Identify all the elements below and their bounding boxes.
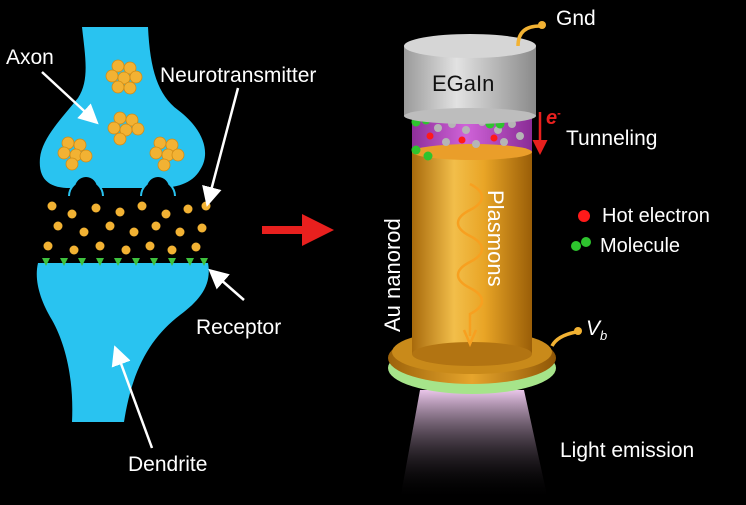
- molecule-label: Molecule: [600, 235, 681, 257]
- molecule-marker: [571, 237, 591, 251]
- vb-label: Vb: [586, 317, 608, 344]
- axon-terminal: [39, 27, 206, 188]
- transition-arrow: [262, 214, 334, 246]
- light-emission-cone: [400, 390, 548, 500]
- electron-symbol: e-: [546, 107, 561, 129]
- dendrite-label: Dendrite: [128, 453, 208, 476]
- receptors: [42, 258, 208, 266]
- neurotransmitter-label: Neurotransmitter: [160, 64, 317, 87]
- gnd-label: Gnd: [556, 7, 596, 30]
- egain-electrode: [404, 34, 536, 124]
- tunneling-label: Tunneling: [566, 127, 658, 150]
- neurotransmitter-dots: [43, 201, 211, 255]
- plasmon-wave: [456, 182, 484, 348]
- plasmons-label: Plasmons: [483, 190, 508, 287]
- au-nanorod-label: Au nanorod: [380, 218, 405, 332]
- synaptic-bumps: [68, 177, 176, 199]
- vb-wire: [550, 327, 582, 347]
- light-emission-label: Light emission: [560, 439, 695, 462]
- hot-electron-marker: [578, 210, 590, 222]
- egain-label: EGaIn: [432, 71, 495, 96]
- receptor-label: Receptor: [196, 316, 282, 339]
- label-pointers-left: [41, 71, 245, 449]
- gnd-wire: [516, 21, 546, 47]
- hot-electron-label: Hot electron: [602, 205, 710, 227]
- vesicle-clusters: [57, 59, 185, 172]
- au-nanorod: [412, 150, 532, 366]
- dendrite: [36, 263, 209, 422]
- axon-label: Axon: [6, 46, 54, 69]
